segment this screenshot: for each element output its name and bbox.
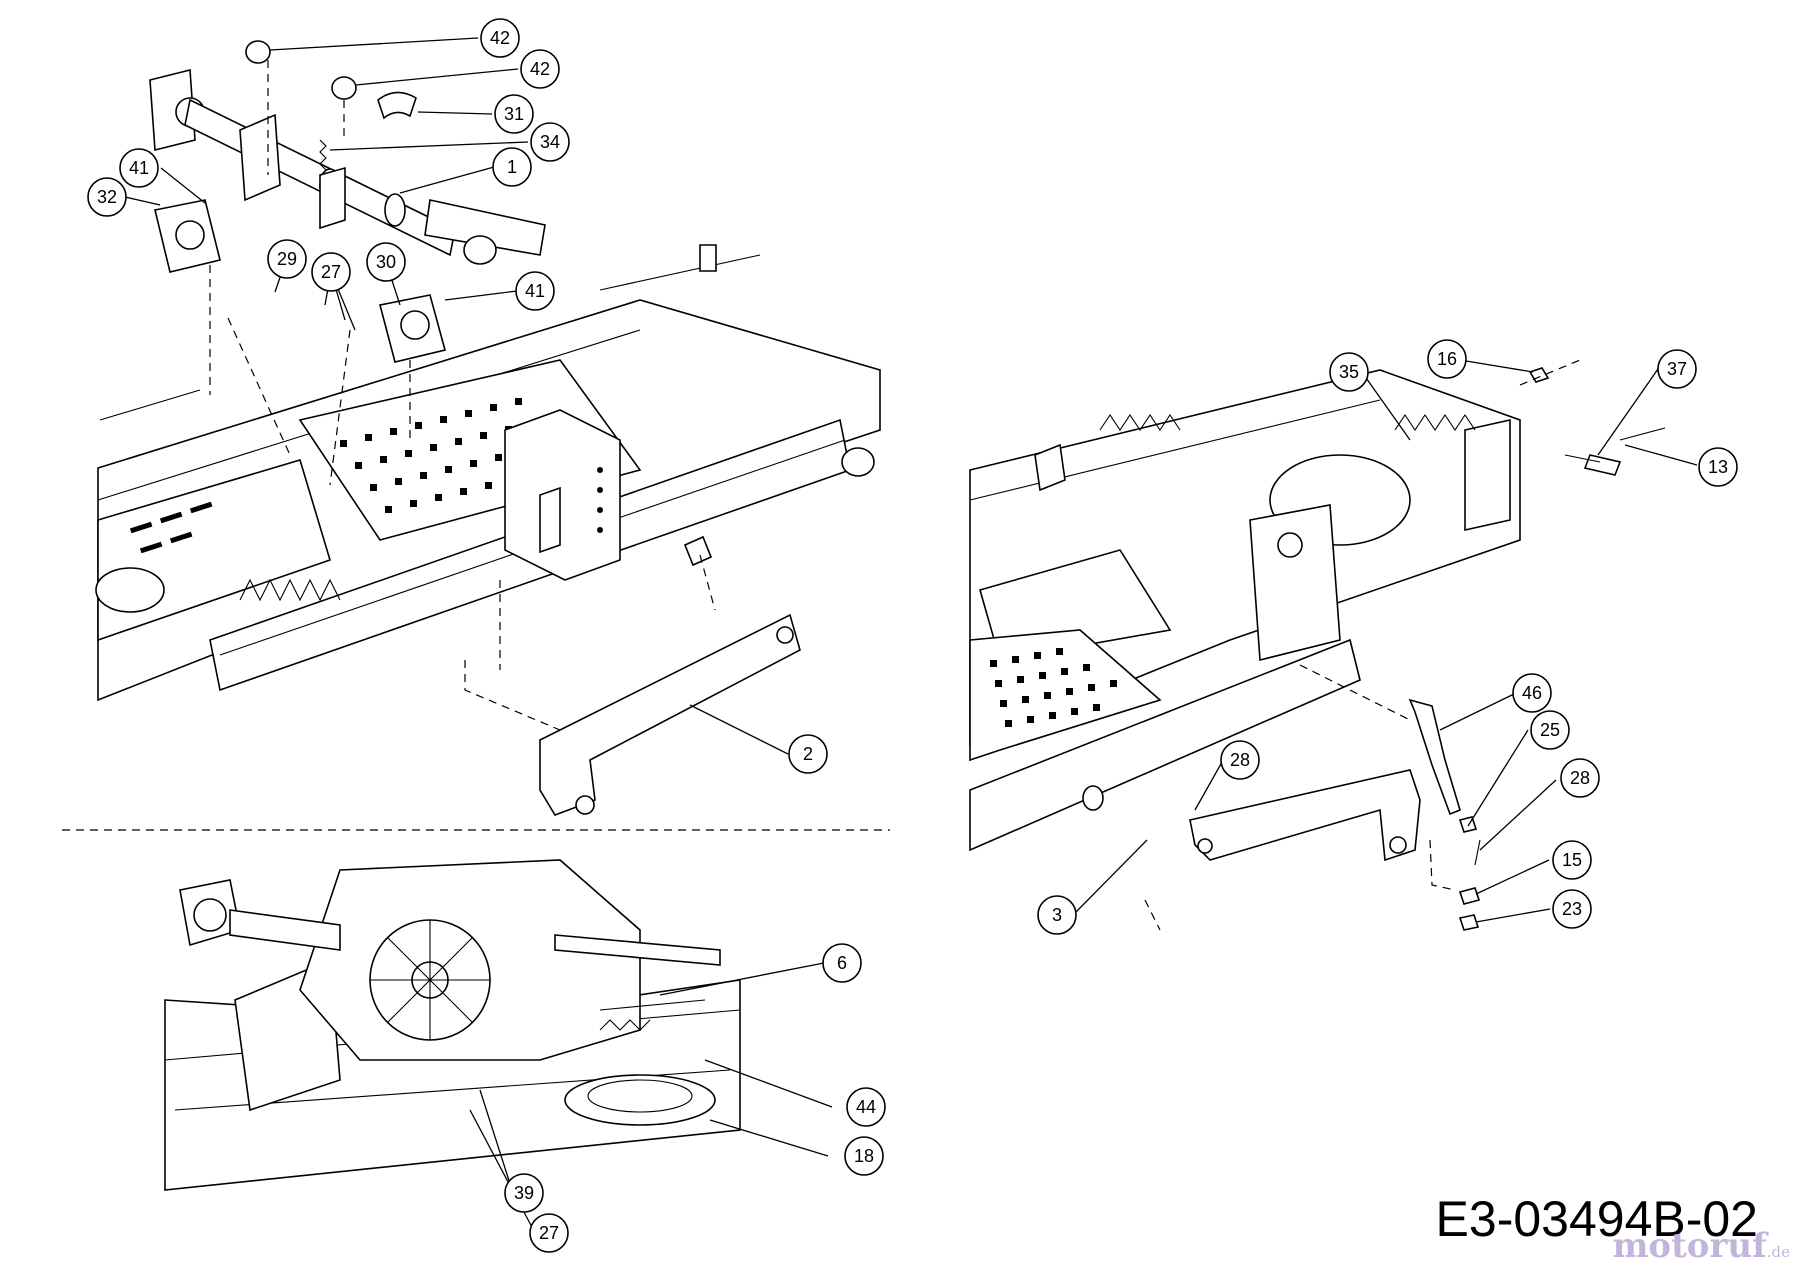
right-frame-assembly <box>969 369 1521 852</box>
callout-label: 25 <box>1540 720 1560 740</box>
lift-arm-2 <box>539 535 801 816</box>
spring-34 <box>319 139 327 177</box>
callout-label: 15 <box>1562 850 1582 870</box>
watermark-brand: motoruf <box>1612 1226 1767 1266</box>
callout-42b: 42 <box>520 49 560 89</box>
callout-label: 46 <box>1522 683 1542 703</box>
callout-28b: 28 <box>1560 758 1600 798</box>
right-perforated-plate <box>969 629 1162 762</box>
bracket-30 <box>379 294 446 363</box>
bracket-32 <box>154 199 221 273</box>
transaxle-assembly <box>164 859 741 1191</box>
callout-32: 32 <box>87 177 127 217</box>
link-46 <box>1408 698 1461 816</box>
callout-13: 13 <box>1698 447 1738 487</box>
callout-label: 16 <box>1437 349 1457 369</box>
callout-label: 27 <box>539 1223 559 1243</box>
drawing-code: E3-03494B-02 <box>1435 1191 1758 1247</box>
callout-label: 41 <box>525 281 545 301</box>
clip-31 <box>377 91 417 120</box>
callout-label: 3 <box>1052 905 1062 925</box>
callout-label: 31 <box>504 104 524 124</box>
watermark-logo: motoruf.de <box>1612 1226 1790 1266</box>
callout-label: 27 <box>321 262 341 282</box>
callout-label: 42 <box>530 59 550 79</box>
callout-label: 23 <box>1562 899 1582 919</box>
callout-label: 6 <box>837 953 847 973</box>
callout-23: 23 <box>1552 889 1592 929</box>
callout-44: 44 <box>846 1087 886 1127</box>
callout-label: 29 <box>277 249 297 269</box>
callout-15: 15 <box>1552 840 1592 880</box>
lift-shaft <box>149 68 546 265</box>
callout-42a: 42 <box>480 18 520 58</box>
bolt-13 <box>1619 427 1666 441</box>
callout-37: 37 <box>1657 349 1697 389</box>
callout-label: 30 <box>376 252 396 272</box>
callout-label: 42 <box>490 28 510 48</box>
nut-25 <box>1458 816 1478 833</box>
callout-34: 34 <box>530 122 570 162</box>
callout-3: 3 <box>1037 895 1077 935</box>
callout-label: 32 <box>97 187 117 207</box>
callout-30: 30 <box>366 242 406 282</box>
callout-31: 31 <box>494 94 534 134</box>
callout-35: 35 <box>1329 352 1369 392</box>
callout-27a: 27 <box>311 252 351 292</box>
callout-27b: 27 <box>529 1213 569 1253</box>
callout-label: 34 <box>540 132 560 152</box>
callout-29: 29 <box>267 239 307 279</box>
callout-41a: 41 <box>119 148 159 188</box>
callout-41b: 41 <box>515 271 555 311</box>
callout-39: 39 <box>504 1173 544 1213</box>
callout-25: 25 <box>1530 710 1570 750</box>
callout-label: 39 <box>514 1183 534 1203</box>
callout-46: 46 <box>1512 673 1552 713</box>
pin-28 <box>1474 839 1481 866</box>
callout-label: 41 <box>129 158 149 178</box>
leader-lines <box>124 37 1698 1232</box>
pulley-18 <box>564 1074 716 1126</box>
left-frame-assembly <box>95 244 881 702</box>
callout-1: 1 <box>492 147 532 187</box>
callout-18: 18 <box>844 1136 884 1176</box>
callout-6: 6 <box>822 943 862 983</box>
callout-label: 44 <box>856 1097 876 1117</box>
rod-37 <box>1564 454 1622 476</box>
callout-2: 2 <box>788 734 828 774</box>
bushing-42-b <box>331 76 357 100</box>
lift-arm-3 <box>1082 769 1421 862</box>
nut-16 <box>1528 367 1550 383</box>
bushing-42-a <box>245 40 271 64</box>
callout-28a: 28 <box>1220 740 1260 780</box>
callout-label: 28 <box>1570 768 1590 788</box>
washer-15 <box>1458 887 1481 905</box>
watermark-tld: .de <box>1766 1243 1790 1261</box>
callout-label: 2 <box>803 744 813 764</box>
left-assembly-lines <box>209 60 716 731</box>
callout-label: 28 <box>1230 750 1250 770</box>
right-assembly-lines <box>1144 359 1581 931</box>
callout-label: 35 <box>1339 362 1359 382</box>
callout-16: 16 <box>1427 339 1467 379</box>
callout-label: 18 <box>854 1146 874 1166</box>
nut-23 <box>1458 914 1480 931</box>
callout-label: 37 <box>1667 359 1687 379</box>
callout-label: 1 <box>507 157 517 177</box>
callout-label: 13 <box>1708 457 1728 477</box>
